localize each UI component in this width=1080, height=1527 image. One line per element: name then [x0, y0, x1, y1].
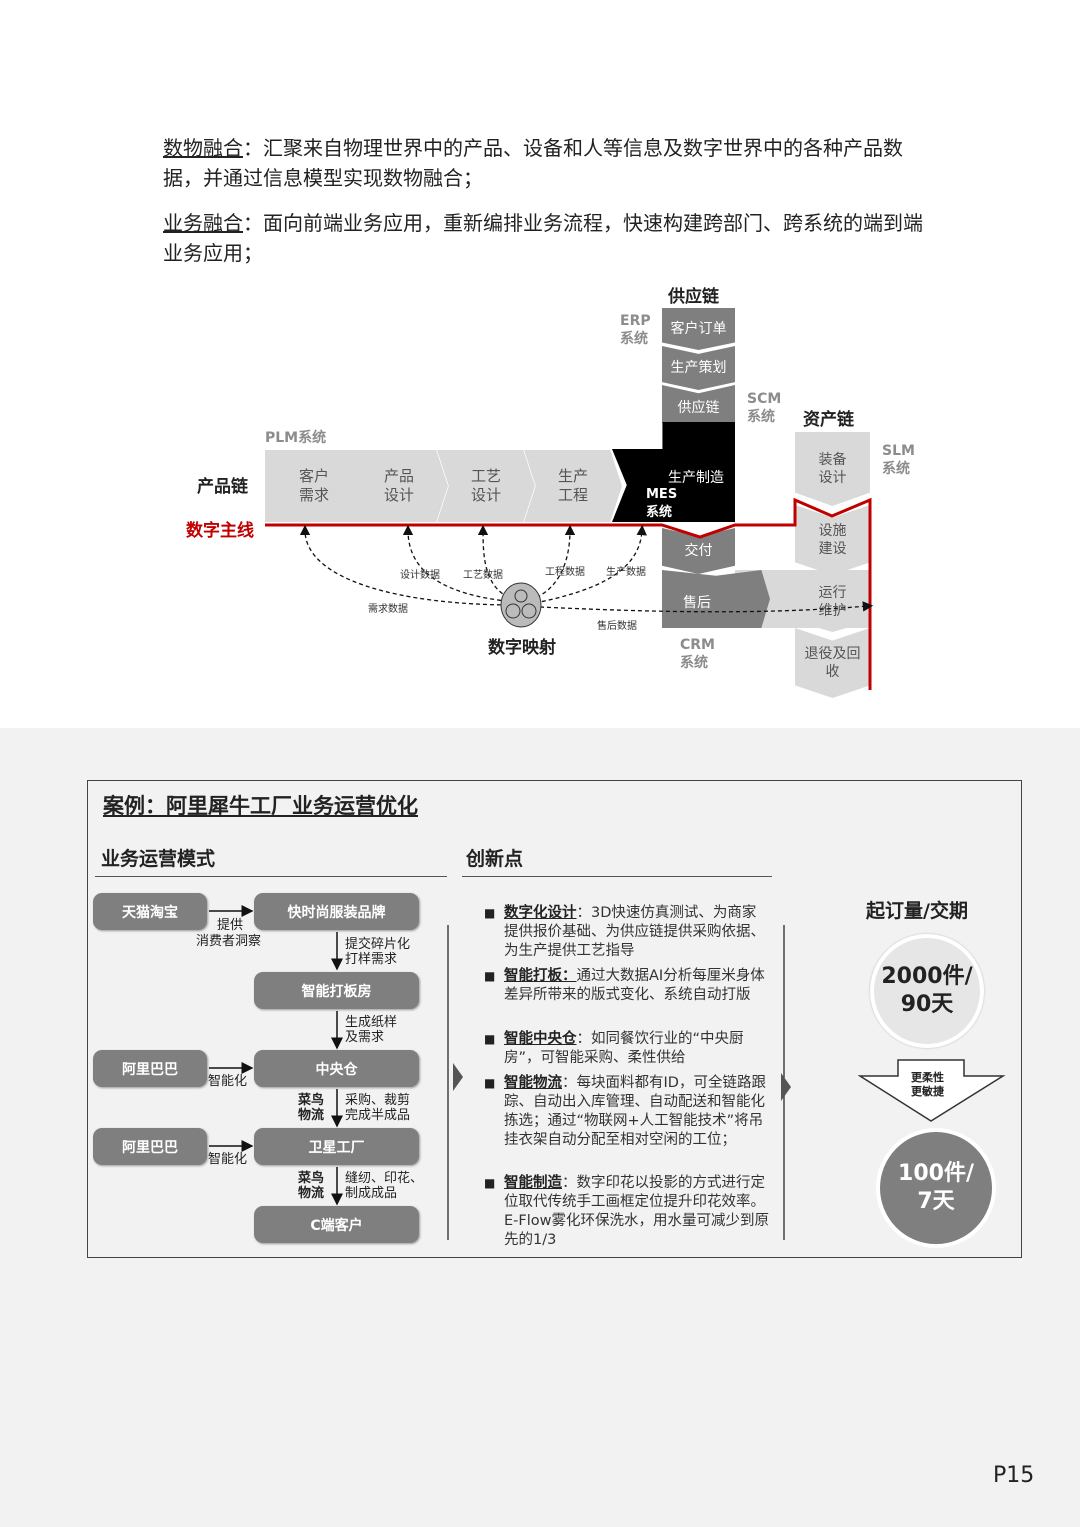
digital-thread-line: [265, 497, 872, 690]
digital-mapping-icon: [500, 582, 542, 628]
innovation-item: 智能物流：每块面料都有ID，可全链路跟踪、自动出入库管理、自动配送和智能化拣选；…: [484, 1074, 769, 1150]
aftersales-data-label: 售后数据: [597, 621, 637, 632]
innovation-item: 智能制造：数字印花以投影的方式进行定位取代传统手工画框定位提升印花效率。E-Fl…: [484, 1174, 769, 1250]
engineering-data-label: 工程数据: [545, 567, 585, 578]
demand-data-arrow: [299, 524, 516, 606]
step-customer-demand: 客户需求: [265, 450, 363, 522]
flow-label: 提供: [217, 918, 244, 933]
divider: [95, 876, 447, 877]
manufacturing-label: 生产制造: [668, 470, 724, 486]
after-sales-label: 售后: [683, 595, 711, 611]
flow-label: 生成纸样及需求: [345, 1015, 398, 1045]
product-chain-label: 产品链: [197, 477, 248, 497]
production-data-arrow: [534, 524, 647, 604]
innovation-item: 智能中央仓：如同餐饮行业的“中央厨房”，可智能采购、柔性供给: [484, 1030, 769, 1068]
step-equipment-design: 装备设计: [795, 432, 870, 506]
innovation-heading: 创新点: [466, 848, 524, 870]
box-satellite-factory: 卫星工厂: [254, 1128, 419, 1165]
demand-data-label: 需求数据: [368, 604, 408, 615]
box-alibaba: 阿里巴巴: [93, 1050, 207, 1087]
flow-arrows: [209, 905, 791, 1240]
process-data-label: 工艺数据: [463, 570, 503, 581]
innovation-item: 数字化设计：3D快速仿真测试、为商家提供报价基础、为供应链提供采购依据、为生产提…: [484, 904, 769, 961]
aftersales-data-arrow: [539, 601, 874, 613]
more-flexible-label: 更柔性更敏捷: [911, 1071, 944, 1098]
down-arrow-icon: [858, 1059, 1006, 1122]
cainiao-logistics-label: 菜鸟物流: [298, 1171, 325, 1201]
flow-label: 智能化: [208, 1152, 248, 1167]
plm-label: PLM系统: [265, 430, 327, 446]
cainiao-logistics-label: 菜鸟物流: [298, 1093, 325, 1123]
divider: [462, 876, 772, 877]
box-smart-pattern-room: 智能打板房: [254, 972, 419, 1009]
step-after-sales: [662, 570, 770, 628]
box-central-warehouse: 中央仓: [254, 1050, 419, 1087]
case-box: [87, 780, 1022, 1258]
box-alibaba: 阿里巴巴: [93, 1128, 207, 1165]
step-product-design: 产品设计: [350, 450, 448, 522]
asset-chain-title: 资产链: [803, 410, 854, 430]
after-circle: 100件/7天: [876, 1128, 996, 1248]
innovation-item: 智能打板：通过大数据AI分析每厘米身体差异所带来的版式变化、系统自动打版: [484, 967, 769, 1005]
digital-thread-label: 数字主线: [186, 521, 254, 541]
digital-mapping-label: 数字映射: [488, 638, 556, 658]
moq-leadtime-heading: 起订量/交期: [866, 900, 968, 922]
flow-label: 智能化: [208, 1074, 248, 1089]
flow-label: 采购、裁剪完成半成品: [345, 1093, 411, 1123]
step-customer-order: 客户订单: [662, 308, 735, 350]
step-production-engineering: 生产工程: [524, 450, 622, 522]
page-number: P15: [993, 1463, 1035, 1488]
design-data-arrow: [402, 524, 516, 603]
intro-paragraph-2: 业务融合：面向前端业务应用，重新编排业务流程，快速构建跨部门、跨系统的端到端业务…: [163, 211, 923, 265]
production-data-label: 生产数据: [606, 567, 646, 578]
supply-chain-title: 供应链: [668, 287, 719, 307]
intro-paragraph-1: 数物融合：汇聚来自物理世界中的产品、设备和人等信息及数字世界中的各种产品数据，并…: [163, 136, 903, 190]
before-circle: 2000件/90天: [870, 934, 984, 1048]
step-production-planning: 生产策划: [662, 346, 735, 390]
case-title: 案例：阿里犀牛工厂业务运营优化: [103, 794, 418, 818]
box-fast-fashion-brand: 快时尚服装品牌: [254, 893, 419, 930]
box-tmall-taobao: 天猫淘宝: [93, 893, 207, 930]
step-process-design: 工艺设计: [437, 450, 535, 522]
flow-label: 缝纫、印花、制成成品: [345, 1171, 424, 1201]
flow-label: 提交碎片化打样需求: [345, 937, 411, 967]
box-c-customer: C端客户: [254, 1206, 419, 1243]
flow-label: 消费者洞察: [196, 934, 262, 949]
business-model-heading: 业务运营模式: [101, 848, 216, 870]
diagram-lines: [265, 497, 874, 690]
step-operation-maintenance: 运行维护: [795, 572, 870, 632]
design-data-label: 设计数据: [400, 570, 440, 581]
